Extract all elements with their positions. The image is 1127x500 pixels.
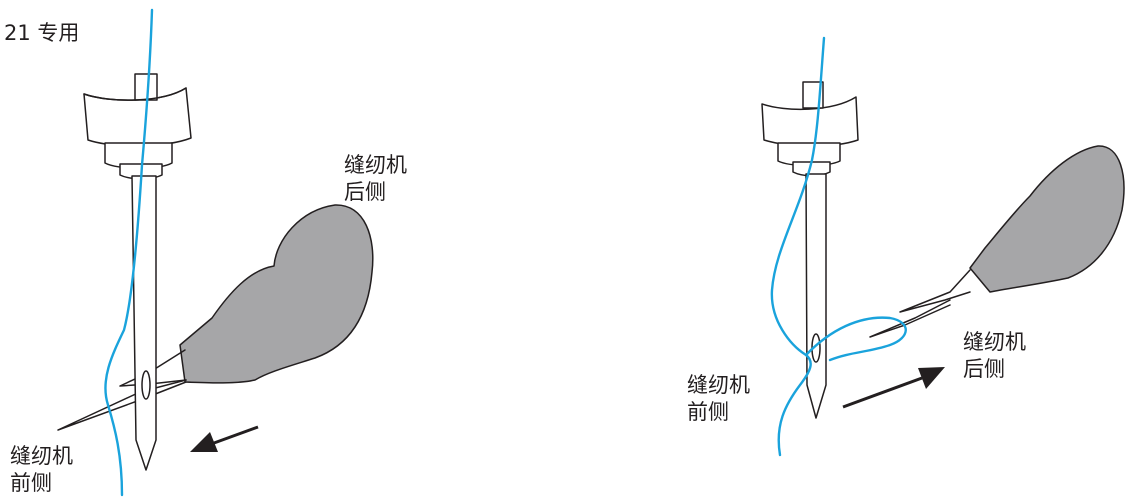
right-hook-icon [969, 145, 1125, 293]
left-panel [57, 8, 374, 497]
right-back-label-line2: 后侧 [963, 357, 1005, 381]
right-back-label-line1: 缝纫机 [963, 330, 1026, 354]
left-hook-point-icon [119, 349, 187, 387]
right-front-label-line2: 前侧 [687, 400, 729, 424]
right-hook-point-icon [899, 269, 971, 313]
right-front-label-line1: 缝纫机 [687, 373, 750, 397]
left-front-side-label: 缝纫机 前侧 [10, 443, 73, 497]
left-needle-eye-icon [141, 370, 151, 400]
right-front-side-label: 缝纫机 前侧 [687, 372, 750, 426]
right-direction-arrow-icon [842, 367, 945, 409]
left-front-label-line1: 缝纫机 [10, 444, 73, 468]
left-front-label-line2: 前侧 [10, 471, 52, 495]
left-back-side-label: 缝纫机 后侧 [344, 152, 407, 206]
left-needle-icon [131, 175, 157, 471]
right-thread [770, 36, 826, 457]
left-thread [104, 8, 154, 497]
right-panel [761, 36, 1125, 457]
right-back-side-label: 缝纫机 后侧 [963, 329, 1026, 383]
left-direction-arrow-icon [190, 425, 259, 452]
left-back-label-line1: 缝纫机 [344, 153, 407, 177]
left-clamp-screw-icon [134, 73, 158, 101]
left-hook-icon [179, 204, 374, 384]
left-back-label-line2: 后侧 [344, 180, 386, 204]
right-needle-icon [805, 173, 827, 419]
page-caption: 21 专用 [4, 21, 80, 45]
